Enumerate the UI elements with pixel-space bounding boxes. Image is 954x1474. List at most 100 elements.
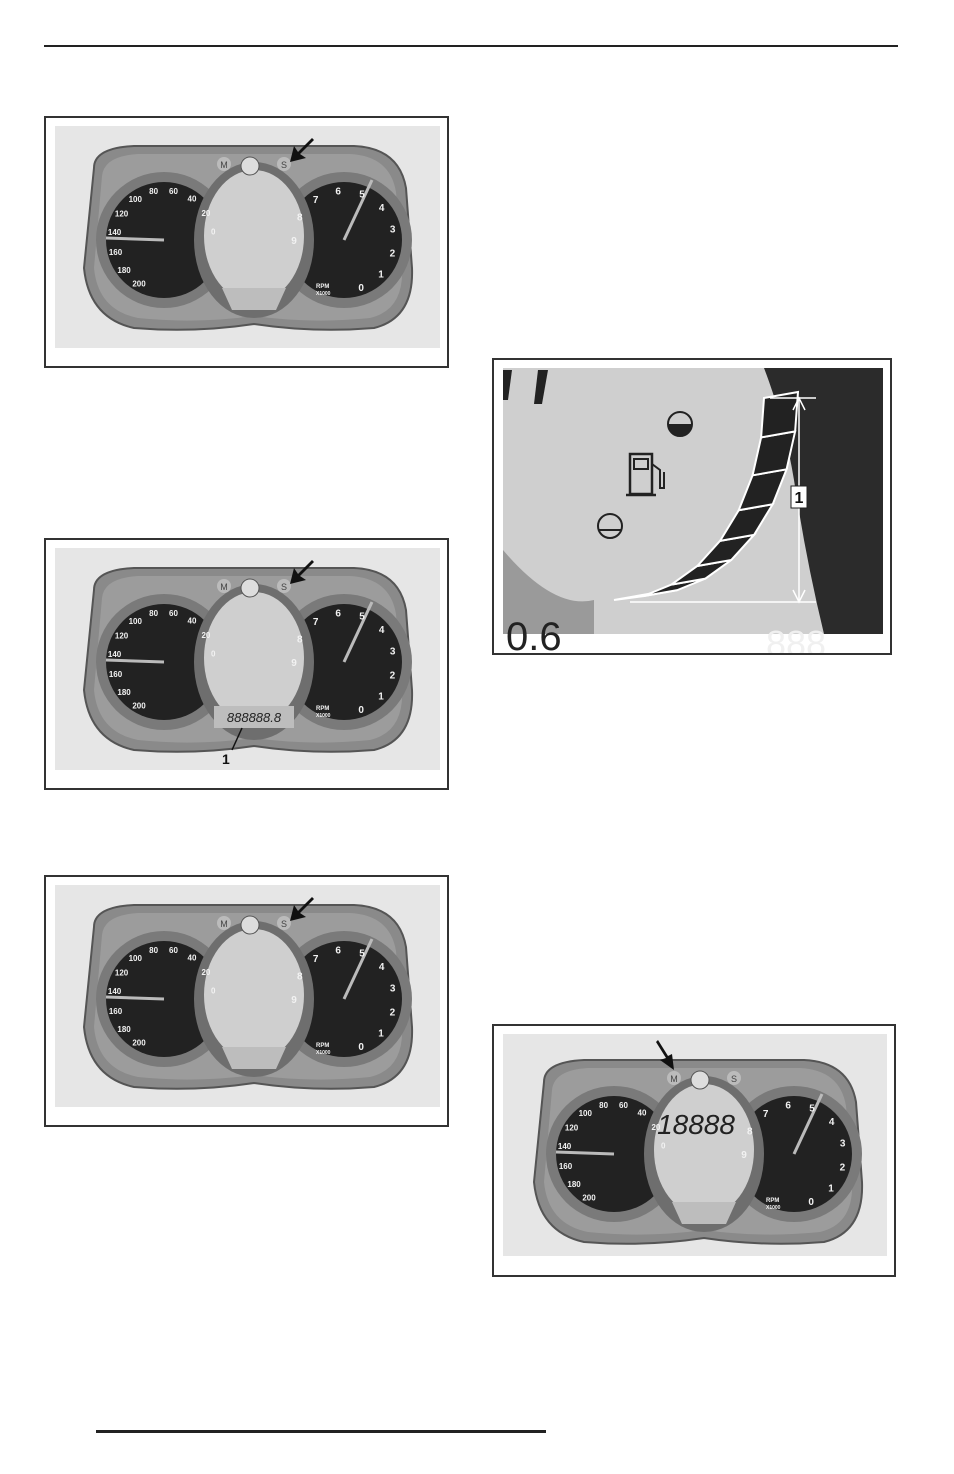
- rpm-tick-label: 8: [297, 635, 303, 646]
- rpm-tick-label: 3: [840, 1139, 846, 1150]
- speed-tick-label: 0: [211, 227, 216, 236]
- mode-button-label: M: [220, 582, 228, 592]
- speed-tick-label: 40: [638, 1109, 647, 1118]
- rpm-tick-label: 8: [297, 213, 303, 224]
- lcd-display: [204, 170, 304, 302]
- set-button-label: S: [281, 160, 287, 170]
- speedometer-needle: [105, 236, 165, 242]
- speed-tick-label: 20: [201, 209, 210, 218]
- speed-tick-label: 40: [188, 954, 197, 963]
- speed-tick-label: 80: [149, 609, 158, 618]
- speed-tick-label: 100: [129, 617, 143, 626]
- rpm-tick-label: 5: [359, 611, 365, 622]
- callout-number: 1: [795, 490, 804, 507]
- speed-tick-label: 20: [201, 968, 210, 977]
- speed-tick-label: 180: [567, 1180, 581, 1189]
- speed-tick-label: 60: [619, 1101, 628, 1110]
- rpm-multiplier-label: X1000: [766, 1205, 781, 1211]
- rpm-tick-label: 3: [390, 647, 396, 658]
- rpm-tick-label: 0: [808, 1197, 814, 1208]
- rpm-tick-label: 3: [390, 225, 396, 236]
- speedometer-needle: [105, 995, 165, 1001]
- arrow-indicator: [290, 138, 314, 162]
- speed-tick-label: 140: [108, 228, 122, 237]
- speed-tick-label: 0: [211, 649, 216, 658]
- set-button-label: S: [281, 582, 287, 592]
- rpm-tick-label: 9: [291, 658, 297, 669]
- empty-indicator-icon: [597, 513, 623, 539]
- speed-tick-label: 100: [129, 954, 143, 963]
- rpm-tick-label: 4: [829, 1117, 835, 1128]
- speed-tick-label: 180: [117, 688, 131, 697]
- speed-tick-label: 60: [169, 946, 178, 955]
- speed-tick-label: 140: [558, 1142, 572, 1151]
- rpm-multiplier-label: X1000: [316, 713, 331, 719]
- tachometer-needle: [342, 601, 374, 663]
- odometer-readout: 888888.8: [227, 710, 282, 725]
- rpm-tick-label: 1: [378, 692, 384, 703]
- rpm-tick-label: 2: [390, 249, 396, 260]
- speed-tick-label: 20: [201, 631, 210, 640]
- rpm-tick-label: 2: [390, 1008, 396, 1019]
- speedometer-needle: [555, 1150, 615, 1156]
- lcd-all-segments: 18888: [657, 1109, 735, 1140]
- footer-rule: [96, 1430, 546, 1433]
- rpm-tick-label: 9: [291, 236, 297, 247]
- speed-tick-label: 20: [651, 1123, 660, 1132]
- speed-tick-label: 100: [129, 195, 143, 204]
- rpm-tick-label: 0: [358, 283, 364, 294]
- speed-tick-label: 0: [661, 1141, 666, 1150]
- rpm-tick-label: 6: [335, 608, 341, 619]
- speed-tick-label: 140: [108, 650, 122, 659]
- figure-fuel-gauge: 1 0.6 888: [492, 358, 892, 655]
- partial-digits-left: 0.6: [506, 615, 562, 653]
- speed-tick-label: 180: [117, 266, 131, 275]
- callout-line: [231, 727, 243, 751]
- mode-button-label: M: [220, 160, 228, 170]
- fuel-level-bar: [613, 390, 800, 601]
- lcd-display: [204, 592, 304, 724]
- tachometer-needle: [342, 179, 374, 241]
- speed-tick-label: 140: [108, 987, 122, 996]
- rpm-tick-label: 7: [313, 195, 319, 206]
- speed-tick-label: 200: [132, 701, 146, 710]
- rpm-tick-label: 9: [291, 995, 297, 1006]
- rpm-tick-label: 3: [390, 984, 396, 995]
- rpm-tick-label: 6: [335, 186, 341, 197]
- speed-tick-label: 40: [188, 617, 197, 626]
- rpm-tick-label: 7: [313, 954, 319, 965]
- rpm-tick-label: 6: [785, 1100, 791, 1111]
- speed-tick-label: 120: [115, 969, 129, 978]
- arrow-indicator: [656, 1040, 674, 1070]
- rpm-tick-label: 1: [828, 1184, 834, 1195]
- rpm-tick-label: 4: [379, 962, 385, 973]
- speed-tick-label: 160: [559, 1162, 573, 1171]
- speed-tick-label: 160: [109, 670, 123, 679]
- rpm-tick-label: 8: [747, 1127, 753, 1138]
- rpm-tick-label: 7: [313, 617, 319, 628]
- speed-tick-label: 200: [132, 1038, 146, 1047]
- rpm-tick-label: 9: [741, 1150, 747, 1161]
- mode-button-label: M: [220, 919, 228, 929]
- set-button-label: S: [731, 1074, 737, 1084]
- set-button-label: S: [281, 919, 287, 929]
- header-rule: [44, 45, 898, 47]
- fuel-pump-icon: [626, 452, 665, 497]
- arrow-indicator: [290, 560, 314, 584]
- speed-tick-label: 0: [211, 986, 216, 995]
- speed-tick-label: 40: [188, 195, 197, 204]
- rpm-tick-label: 1: [378, 1029, 384, 1040]
- speed-tick-label: 80: [149, 187, 158, 196]
- speed-tick-label: 120: [115, 210, 129, 219]
- rpm-tick-label: 5: [359, 948, 365, 959]
- rpm-tick-label: 6: [335, 945, 341, 956]
- rpm-unit-label: RPM: [766, 1198, 779, 1204]
- speed-tick-label: 120: [115, 632, 129, 641]
- speed-tick-label: 120: [565, 1124, 579, 1133]
- fuel-segment: [760, 390, 800, 439]
